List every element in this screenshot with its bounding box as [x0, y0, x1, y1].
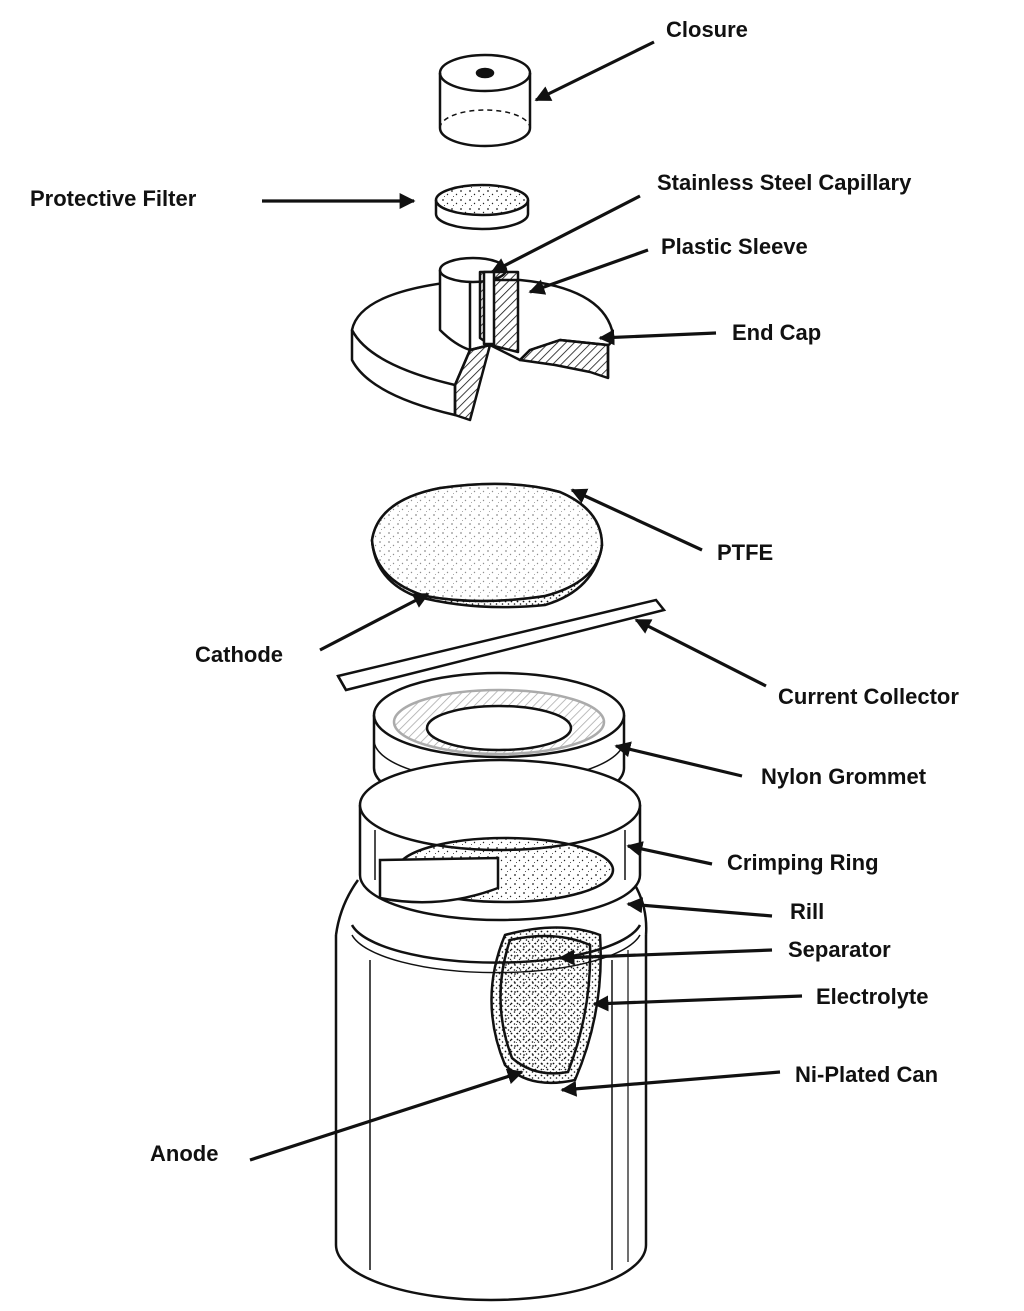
- stainless-steel-capillary-arrow: [490, 194, 641, 274]
- stainless-steel-capillary-label: Stainless Steel Capillary: [657, 170, 912, 195]
- current-collector-label: Current Collector: [778, 684, 959, 709]
- ptfe-arrow: [570, 488, 703, 552]
- plastic-sleeve-arrow: [528, 248, 649, 295]
- end-cap-arrow: [598, 329, 717, 346]
- protective-filter-part: [434, 183, 530, 231]
- rill-label: Rill: [790, 899, 825, 924]
- electrolyte-label: Electrolyte: [816, 984, 929, 1009]
- anode-label: Anode: [150, 1141, 219, 1166]
- ni-plated-can-arrow: [560, 1070, 781, 1097]
- ptfe-cathode-part: [370, 482, 604, 609]
- nylon-grommet-label: Nylon Grommet: [761, 764, 927, 789]
- current-collector-arrow: [634, 618, 767, 688]
- nylon-grommet-arrow: [614, 741, 743, 778]
- crimping-ring-arrow: [626, 841, 713, 866]
- cathode-arrow: [319, 592, 430, 652]
- current-collector-part: [336, 598, 667, 692]
- closure-label: Closure: [666, 17, 748, 42]
- closure-arrow: [534, 40, 655, 102]
- separator-label: Separator: [788, 937, 891, 962]
- plastic-sleeve-label: Plastic Sleeve: [661, 234, 808, 259]
- cathode-label: Cathode: [195, 642, 283, 667]
- crimping-ring-label: Crimping Ring: [727, 850, 879, 875]
- ni-plated-can-label: Ni-Plated Can: [795, 1062, 939, 1087]
- end-cap-label: End Cap: [732, 320, 822, 345]
- leader-arrows: [249, 40, 803, 1162]
- end-cap-part: [350, 256, 614, 422]
- electrolyte-arrow: [592, 994, 803, 1012]
- ni-plated-can-part: [334, 758, 648, 1302]
- separator-arrow: [558, 948, 773, 966]
- protective-filter-label: Protective Filter: [30, 186, 197, 211]
- closure-part: [438, 53, 532, 148]
- anode-arrow: [249, 1068, 524, 1162]
- ptfe-label: PTFE: [717, 540, 774, 565]
- rill-arrow: [626, 897, 773, 918]
